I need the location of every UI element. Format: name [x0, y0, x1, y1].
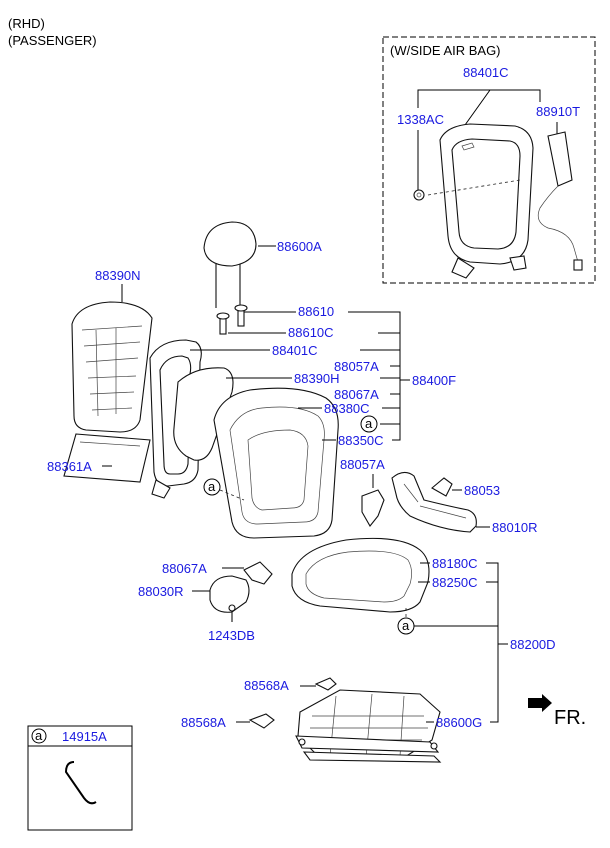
label-1243DB: 1243DB — [208, 628, 255, 643]
label-88067A-1: 88067A — [334, 387, 379, 402]
inset-label-88910T: 88910T — [536, 104, 580, 119]
header-passenger: (PASSENGER) — [8, 33, 97, 48]
inset-title: (W/SIDE AIR BAG) — [390, 43, 501, 58]
label-88010R: 88010R — [492, 520, 538, 535]
inset-bolt — [413, 189, 425, 201]
label-88380C: 88380C — [324, 401, 370, 416]
label-88610: 88610 — [298, 304, 334, 319]
label-88361A: 88361A — [47, 459, 92, 474]
seat-cushion — [291, 537, 430, 613]
inset-border — [382, 36, 596, 284]
callout-a-3: a — [402, 618, 410, 633]
label-88250C: 88250C — [432, 575, 478, 590]
shield-cap — [431, 477, 453, 497]
callout-a-marker-1 — [360, 415, 378, 433]
side-shield-cover — [391, 471, 477, 533]
legend-box: a 14915A — [27, 725, 133, 831]
label-88610C: 88610C — [288, 325, 334, 340]
seatback-foam-pad — [173, 367, 234, 461]
bracket-88200D — [486, 562, 499, 723]
label-88053: 88053 — [464, 483, 500, 498]
callout-a-dash-2 — [219, 489, 245, 501]
label-88600A: 88600A — [277, 239, 322, 254]
side-airbag-inset: (W/SIDE AIR BAG) 88401C 1338AC 88910T — [382, 36, 596, 284]
front-direction-label: FR. — [554, 707, 586, 729]
label-88390H: 88390H — [294, 371, 340, 386]
callout-a-2: a — [208, 479, 216, 494]
bracket-88400F — [348, 311, 401, 441]
label-88390N: 88390N — [95, 268, 141, 283]
label-88400F: 88400F — [412, 373, 456, 388]
header-rhd: (RHD) — [8, 16, 45, 31]
seat-track-assembly — [295, 689, 442, 763]
seatback-cover — [213, 387, 339, 539]
label-88401C: 88401C — [272, 343, 318, 358]
legend-wire-clip — [64, 761, 97, 805]
callout-a-1: a — [365, 416, 373, 431]
legend-marker: a — [35, 728, 43, 743]
inset-seatback-frame — [427, 123, 534, 279]
legend-marker-circle — [31, 728, 47, 744]
track-cover-upper — [314, 677, 337, 691]
map-pocket — [63, 433, 151, 483]
front-direction-arrow — [528, 694, 552, 712]
seatback-board — [71, 301, 153, 433]
inset-label-1338AC: 1338AC — [397, 112, 444, 127]
inset-airbag-module — [537, 131, 583, 271]
label-88600G: 88600G — [436, 715, 482, 730]
label-88067A-2: 88067A — [162, 561, 207, 576]
label-88568A-2: 88568A — [181, 715, 226, 730]
screw-1243DB — [228, 604, 236, 622]
headrest — [203, 221, 257, 308]
inset-leader-frame-mid — [464, 89, 491, 126]
inset-label-88401C: 88401C — [463, 65, 509, 80]
legend-part-14915A: 14915A — [62, 729, 107, 744]
label-88057A-2: 88057A — [340, 457, 385, 472]
callout-a-marker-2 — [203, 478, 221, 496]
seat-side-cover — [209, 575, 250, 613]
label-88350C: 88350C — [338, 433, 384, 448]
label-88180C: 88180C — [432, 556, 478, 571]
label-88057A-1: 88057A — [334, 359, 379, 374]
label-88568A-1: 88568A — [244, 678, 289, 693]
label-88200D: 88200D — [510, 637, 556, 652]
label-88030R: 88030R — [138, 584, 184, 599]
headrest-guides — [216, 304, 248, 335]
legend-border — [27, 725, 133, 831]
inset-leader-frame — [417, 89, 541, 108]
track-cover-lower — [248, 713, 275, 729]
shield-cover-bracket — [361, 489, 385, 527]
side-cover-bracket — [243, 561, 273, 585]
